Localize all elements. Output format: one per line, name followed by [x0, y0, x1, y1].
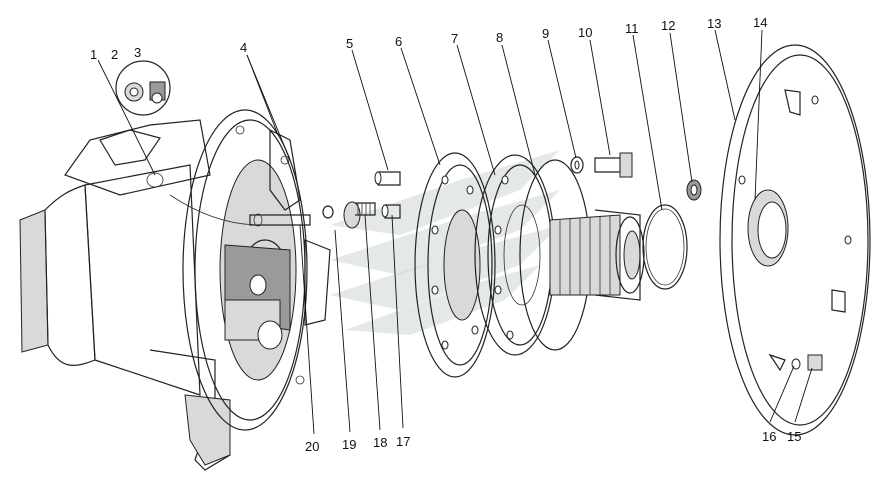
callout-10: 10 — [578, 25, 592, 40]
callout-14: 14 — [753, 15, 767, 30]
callout-2: 2 — [111, 47, 118, 62]
bolt-10 — [594, 152, 633, 178]
washer-9 — [570, 156, 584, 174]
callout-15: 15 — [787, 429, 801, 444]
small-parts — [322, 171, 401, 229]
callout-19: 19 — [342, 437, 356, 452]
callout-3: 3 — [134, 45, 141, 60]
flange-6 — [414, 152, 496, 378]
callout-9: 9 — [542, 26, 549, 41]
callout-18: 18 — [373, 435, 387, 450]
callout-12: 12 — [661, 18, 675, 33]
splined-shaft-8 — [519, 159, 645, 351]
callout-4: 4 — [240, 40, 247, 55]
callout-7: 7 — [451, 31, 458, 46]
callout-1: 1 — [90, 47, 97, 62]
callout-6: 6 — [395, 34, 402, 49]
cover-13 — [719, 44, 871, 436]
plug-inset — [115, 60, 171, 116]
o-ring-11 — [642, 204, 688, 290]
callout-labels: 1 2 3 4 5 6 7 8 9 10 11 12 13 14 15 16 1… — [90, 15, 801, 454]
gearbox-housing — [19, 109, 331, 471]
callout-5: 5 — [346, 36, 353, 51]
leader-lines — [97, 29, 813, 435]
nut-12 — [686, 179, 702, 201]
callout-16: 16 — [762, 429, 776, 444]
callout-13: 13 — [707, 16, 721, 31]
callout-17: 17 — [396, 434, 410, 449]
washer-19 — [322, 205, 334, 219]
callout-20: 20 — [305, 439, 319, 454]
callout-11: 11 — [625, 21, 639, 36]
callout-8: 8 — [496, 30, 503, 45]
